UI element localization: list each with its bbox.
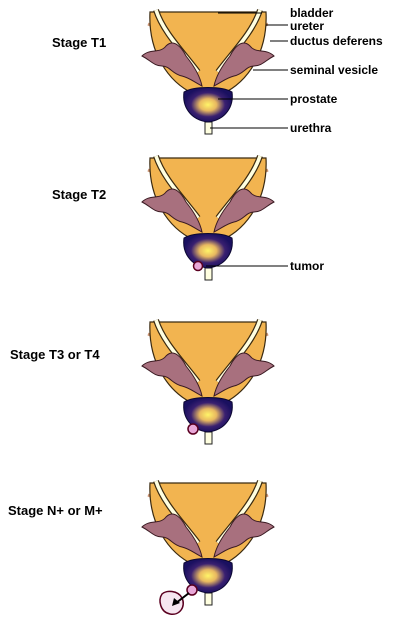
stage-nm-group: Stage N+ or M+	[8, 481, 274, 615]
metastasis-blob	[159, 590, 184, 615]
stage-label-t2: Stage T2	[52, 187, 106, 202]
metastasis-arrowhead	[172, 598, 180, 606]
stage-label-t3-t4: Stage T3 or T4	[10, 347, 100, 362]
tumor-mark-t2	[192, 260, 204, 272]
stage-label-n-m: Stage N+ or M+	[8, 503, 103, 518]
stage-t1-group: Stage T1	[52, 10, 274, 134]
callout-urethra: urethra	[290, 121, 332, 135]
metastasis-arrow	[175, 592, 190, 604]
tumor-mark-nm	[186, 584, 198, 596]
stage-t2-anatomy	[142, 156, 274, 280]
callout-ureter: ureter	[290, 19, 324, 33]
stage-t2-group: Stage T2 tumor	[52, 156, 324, 280]
callout-ductus-deferens: ductus deferens	[290, 34, 383, 48]
callout-bladder: bladder	[290, 6, 334, 20]
tumor-mark-t3	[187, 423, 199, 435]
stage-t3-group: Stage T3 or T4	[10, 320, 274, 444]
stage-t1-anatomy	[142, 10, 274, 134]
stage-label-t1: Stage T1	[52, 35, 106, 50]
callout-leaders	[210, 12, 288, 129]
stage-nm-anatomy	[142, 481, 274, 605]
callout-tumor: tumor	[290, 259, 324, 273]
stage-t3-anatomy	[142, 320, 274, 444]
callout-prostate: prostate	[290, 92, 338, 106]
callout-seminal-vesicle: seminal vesicle	[290, 63, 378, 77]
